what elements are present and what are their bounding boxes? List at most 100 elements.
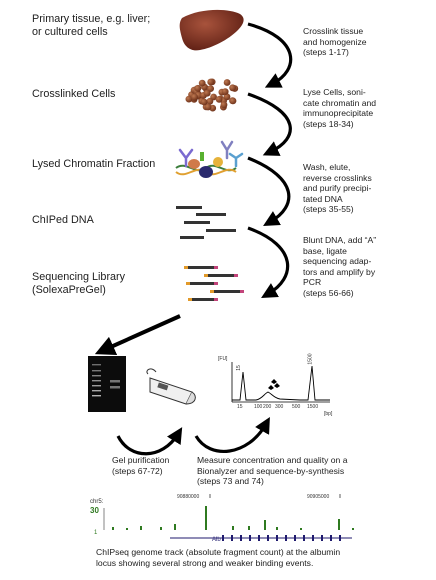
step-note-measure: Measure concentration and quality on a B… [197,455,348,487]
track-peak [160,527,162,530]
stage-tissue-label: Primary tissue, e.g. liver; or cultured … [32,13,150,39]
gene-exon [231,535,233,541]
track-peak [205,506,207,530]
cell-dot [229,84,237,92]
track-peak [264,520,266,530]
track-chrom: chr5: [90,499,104,505]
stage-tissue-line1: Primary tissue, e.g. liver; [32,13,151,25]
step-note-line: Lyse Cells, soni- [303,87,366,97]
bioanalyzer-x-tick: 15 [237,404,243,410]
track-peak [338,519,340,530]
gene-exon [303,535,305,541]
step-note-line: (steps 56-66) [303,287,354,298]
bioanalyzer-peak-label: 15 [235,365,242,371]
track-gene-label: Alb [212,537,221,543]
step-note-line: Gel purification [112,455,170,465]
chiped-dna-icon [176,206,236,239]
bioanalyzer-peak-label: 1500 [307,353,314,365]
track-coord-left: 90880000 [177,494,200,500]
bioanalyzer-x-tick: 500 [292,404,301,410]
gel-band [92,370,101,372]
cell-dot [198,79,206,87]
track-peak [300,528,302,530]
step-note-line: immunoprecipitate [303,108,374,119]
gene-exon [294,535,296,541]
gene-exon [285,535,287,541]
step-note-gel: Gel purification (steps 67-72) [112,455,169,476]
step-note-line: Wash, elute, [303,162,351,172]
gel-band [92,380,101,382]
bioanalyzer-x-tick: 100 [254,404,263,410]
track-coord-right: 90905000 [307,494,330,500]
step-note-line: (steps 35-55) [303,204,354,215]
track-peak [174,524,176,530]
step-note-lyse: Lyse Cells, soni- cate chromatin and imm… [303,87,376,129]
step-note-line: tors and amplify by [303,266,376,277]
track-peak [112,527,114,530]
stage-lysed-label: Lysed Chromatin Fraction [32,158,156,170]
step-note-line: (steps 1-17) [303,47,349,58]
track-scale-max: 30 [90,506,99,515]
cell-dot [200,98,208,106]
stage-library-label: Sequencing Library (SolexaPreGel) [32,271,125,297]
bioanalyzer-x-tick: 300 [275,404,284,410]
track-peak [352,528,354,530]
track-peak [140,526,142,530]
cell-dot [207,78,215,86]
crosslinked-cells-icon [185,78,239,112]
caption-line2: locus showing several strong and weaker … [96,557,314,568]
gene-exon [222,535,224,541]
track-scale-min: 1 [94,530,98,536]
cell-dot [204,103,212,111]
gene-exon [267,535,269,541]
step-note-line: Bionalyzer and sequence-by-synthesis [197,465,345,476]
step-note-crosslink: Crosslink tissue and homogenize (steps 1… [303,26,367,58]
cell-dot [223,93,231,101]
caption: ChIPseq genome track (absolute fragment … [96,547,340,568]
gel-image [88,356,126,412]
step-note-line: base, ligate [303,245,347,256]
stage-crosslinked-label: Crosslinked Cells [32,88,116,100]
stage-tissue-line2: or cultured cells [32,26,108,38]
liver-icon [179,9,244,51]
cell-dot [185,95,193,103]
step-note-line: (steps 73 and 74) [197,476,264,487]
track-peak [276,527,278,530]
bioanalyzer-x-unit: [bp] [324,411,333,417]
stage-chiped-label: ChIPed DNA [32,214,94,226]
sequencing-library-icon [184,266,244,301]
gel-band [92,385,101,387]
step-note-line: Measure concentration and quality on a [197,455,348,465]
stage-library-line1: Sequencing Library [32,271,126,283]
step-note-line: and purify precipi- [303,183,372,194]
gel-band [110,386,120,389]
cell-dot [229,97,237,105]
cell-dot [221,88,229,95]
cell-dot [220,101,228,109]
gene-exon [249,535,251,541]
step-note-line: Blunt DNA, add “A” [303,235,377,245]
cell-dot [203,89,211,97]
gene-exon [321,535,323,541]
caption-line1: ChIPseq genome track (absolute fragment … [96,547,341,557]
cell-dot [223,79,231,86]
genome-track [103,494,354,541]
step-note-blunt: Blunt DNA, add “A” base, ligate sequenci… [303,235,376,299]
gel-band [110,380,120,383]
cell-dot [194,84,202,92]
track-peak [126,528,128,530]
step-note-line: tated DNA [303,193,343,204]
step-note-line: reverse crosslinks [303,172,372,183]
step-note-line: PCR [303,277,322,288]
gel-band [92,375,101,377]
gel-band [92,364,101,366]
step-note-line: cate chromatin and [303,97,377,108]
step-note-wash: Wash, elute, reverse crosslinks and puri… [303,162,372,215]
step-note-line: Crosslink tissue [303,26,364,36]
gene-exon [276,535,278,541]
track-peak [232,526,234,530]
stage-library-line2: (SolexaPreGel) [32,284,106,296]
bioanalyzer-x-tick: 200 [263,404,272,410]
process-arrows [94,22,293,456]
gel-band [92,395,101,397]
